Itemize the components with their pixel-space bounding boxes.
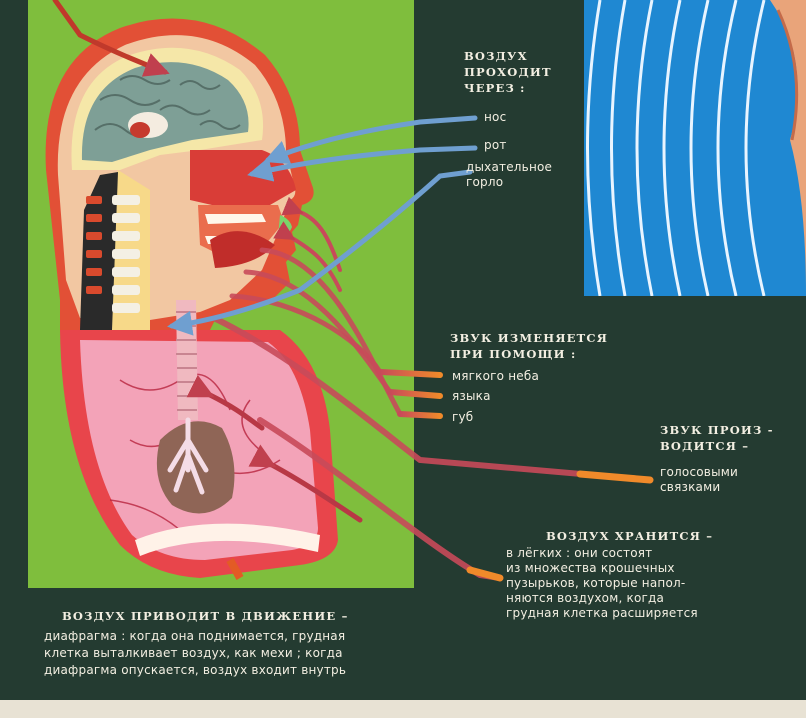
air-path-item-trachea: дыхательное горло bbox=[466, 160, 552, 190]
sound-modified-item-lips: губ bbox=[452, 410, 473, 425]
sound-modified-item-tongue: языка bbox=[452, 389, 491, 404]
air-path-item-nose: нос bbox=[484, 110, 506, 125]
sound-produced-heading: ЗВУК ПРОИЗ - ВОДИТСЯ – bbox=[660, 422, 774, 454]
air-stored-heading: ВОЗДУХ ХРАНИТСЯ – bbox=[546, 528, 713, 544]
air-moved-heading: ВОЗДУХ ПРИВОДИТ В ДВИЖЕНИЕ – bbox=[62, 608, 349, 624]
air-moved-text: диафрагма : когда она поднимается, грудн… bbox=[44, 628, 346, 679]
sound-modified-heading: ЗВУК ИЗМЕНЯЕТСЯ ПРИ ПОМОЩИ : bbox=[450, 330, 608, 362]
sound-modified-item-soft-palate: мягкого неба bbox=[452, 369, 539, 384]
air-path-heading: ВОЗДУХ ПРОХОДИТ ЧЕРЕЗ : bbox=[464, 48, 552, 96]
sound-wave-panel bbox=[584, 0, 806, 296]
sound-produced-text: голосовыми связками bbox=[660, 465, 738, 495]
air-stored-text: в лёгких : они состоят из множества крош… bbox=[506, 546, 698, 621]
air-path-item-mouth: рот bbox=[484, 138, 507, 153]
